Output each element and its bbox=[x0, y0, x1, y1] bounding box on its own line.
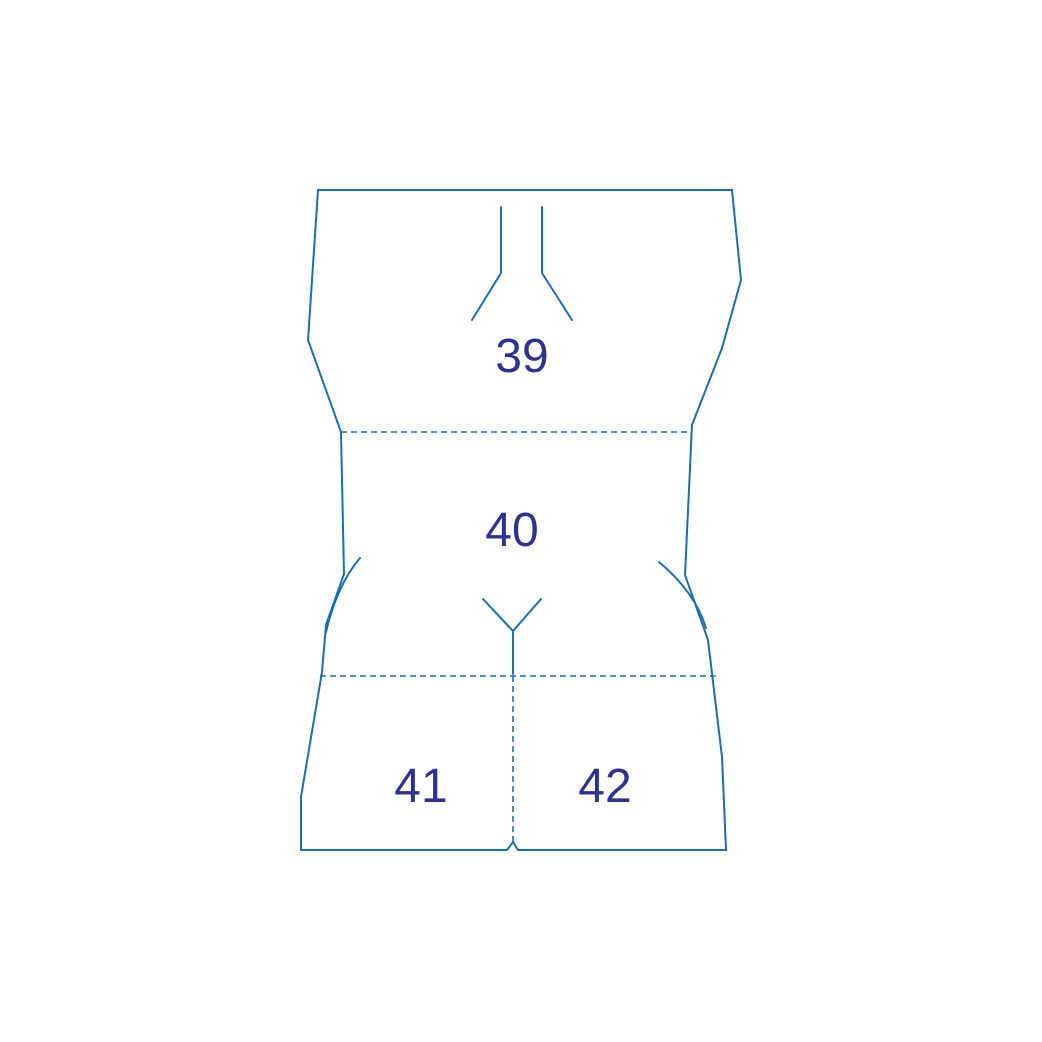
region-label-left-buttock[interactable]: 41 bbox=[394, 760, 447, 813]
region-label-right-buttock[interactable]: 42 bbox=[578, 760, 631, 813]
spine-line-right bbox=[541, 206, 573, 321]
coccyx-mark bbox=[482, 598, 542, 675]
spine-line-left bbox=[471, 206, 502, 321]
right-hip-curve bbox=[658, 561, 707, 629]
left-hip-curve bbox=[325, 557, 361, 633]
region-label-upper-back[interactable]: 39 bbox=[495, 330, 548, 383]
region-label-lower-back[interactable]: 40 bbox=[485, 504, 538, 557]
torso-outline bbox=[300, 189, 743, 851]
